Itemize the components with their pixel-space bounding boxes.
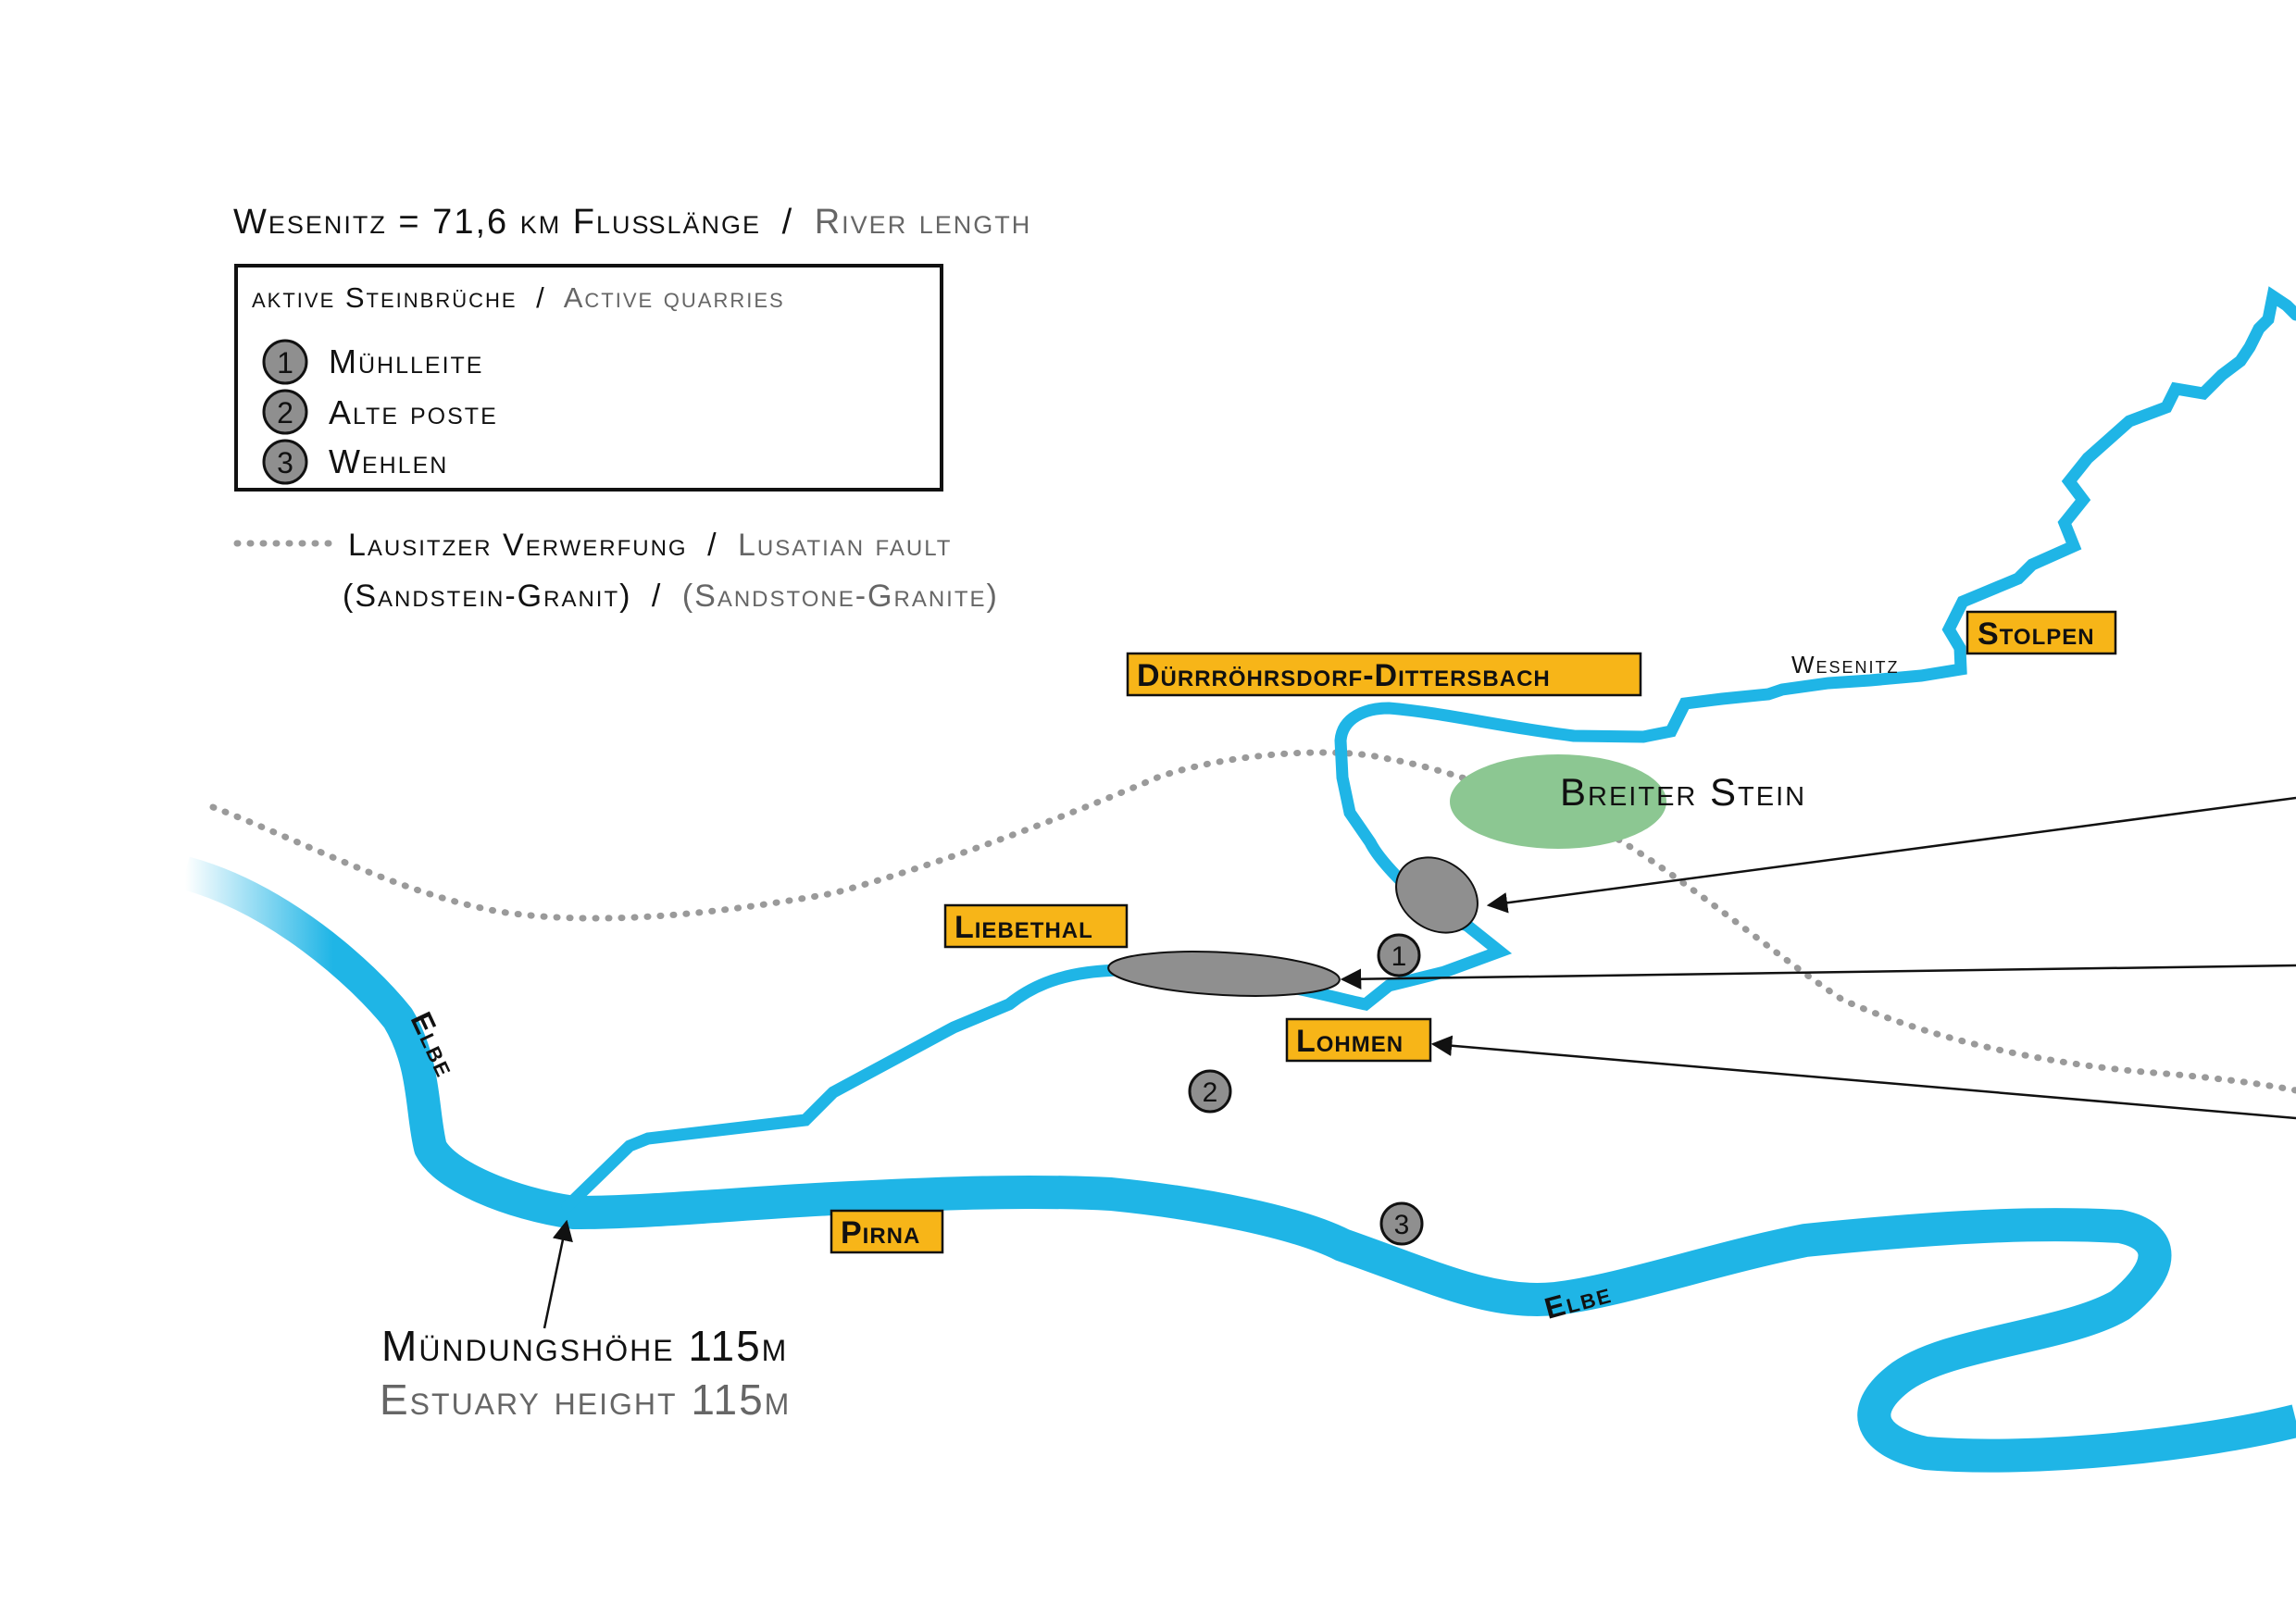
river-length-text: Wesenitz = 71,6 km Flußlänge / River len… (233, 203, 1031, 242)
legend-marker-1 (262, 339, 308, 385)
legend-title: aktive Steinbrüche / Active quarries (252, 281, 785, 314)
legend-marker-3 (262, 439, 308, 485)
quarry-marker-circle (1377, 933, 1421, 977)
town-box (830, 1209, 944, 1254)
quarry-marker-number: 2 (1203, 1077, 1218, 1108)
estuary-height-de: Mündungshöhe 115m (381, 1322, 788, 1370)
town-duerrroehrsdorf-dittersbach: Dürrröhrsdorf-Dittersbach (1126, 652, 1642, 697)
quarry-marker-number: 3 (1394, 1210, 1410, 1240)
river-label-wesenitz: Wesenitz (1791, 651, 1900, 678)
estuary-height-en: Estuary height 115m (380, 1375, 791, 1424)
town-label: Stolpen (1978, 616, 2095, 652)
town-box (1965, 610, 2117, 655)
quarry-marker-1: 1 (1377, 933, 1421, 977)
breiter-stein-label: Breiter Stein (1560, 770, 1806, 814)
quarry-legend: aktive Steinbrüche / Active quarries 1 M… (234, 264, 943, 492)
town-pirna: Pirna (830, 1209, 944, 1254)
quarry-area-muehlleite (1395, 856, 1479, 934)
quarry-marker-number: 1 (1391, 941, 1407, 972)
town-lohmen: Lohmen (1285, 1017, 1432, 1063)
arrow-to-muehlleite (1486, 796, 2296, 914)
legend-item-2: 2 Alte poste (262, 389, 498, 435)
legend-label-1: Mühlleite (329, 342, 483, 380)
fault-legend: Lausitzer Verwerfung / Lusatian fault (S… (233, 528, 999, 614)
quarry-area-liebethal (1107, 951, 1341, 997)
quarry-marker-circle (1379, 1201, 1424, 1246)
town-label: Liebethal (955, 910, 1093, 945)
legend-marker-2 (262, 389, 308, 435)
town-liebethal: Liebethal (943, 903, 1129, 949)
legend-label-3: Wehlen (329, 442, 448, 480)
legend-label-2: Alte poste (329, 393, 498, 431)
town-label: Pirna (841, 1215, 920, 1251)
lusatian-fault-line (209, 749, 2296, 1094)
fault-legend-line2: (Sandstein-Granit) / (Sandstone-Granite) (343, 579, 999, 614)
town-label: Lohmen (1296, 1024, 1404, 1059)
arrow-to-lohmen (1430, 1035, 2296, 1120)
town-label: Dürrröhrsdorf-Dittersbach (1137, 658, 1551, 693)
legend-marker-1-number: 1 (277, 346, 293, 380)
quarry-marker-2: 2 (1188, 1069, 1232, 1114)
legend-item-1: 1 Mühlleite (262, 339, 483, 385)
legend-marker-2-number: 2 (277, 396, 293, 429)
town-stolpen: Stolpen (1965, 610, 2117, 655)
elbe-river (181, 856, 2296, 1473)
quarry-marker-circle (1188, 1069, 1232, 1114)
breiter-stein-area (1450, 754, 1666, 849)
wesenitz-river (561, 286, 2296, 1213)
legend-item-3: 3 Wehlen (262, 439, 448, 485)
quarry-marker-3: 3 (1379, 1201, 1424, 1246)
town-box (943, 903, 1129, 949)
fault-legend-line1: Lausitzer Verwerfung / Lusatian fault (348, 528, 952, 563)
arrow-to-liebethal-quarry (1340, 964, 2296, 989)
town-box (1126, 652, 1642, 697)
town-box (1285, 1017, 1432, 1063)
legend-marker-3-number: 3 (277, 446, 293, 479)
arrow-to-estuary (543, 1219, 573, 1329)
legend-box (234, 264, 943, 492)
